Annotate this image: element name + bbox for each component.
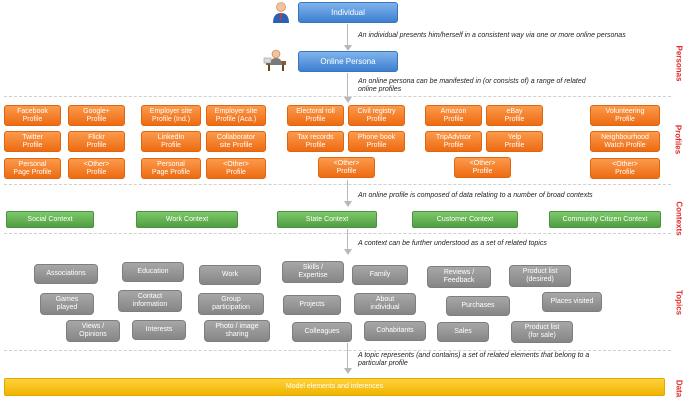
profile-box: Phone book Profile: [348, 131, 405, 152]
profile-box: Amazon Profile: [425, 105, 482, 126]
separator: [4, 184, 671, 185]
topic-box: Education: [122, 262, 184, 282]
profile-box: Neighbourhood Watch Profile: [590, 131, 660, 152]
profile-box: Volunteering Profile: [590, 105, 660, 126]
context-box: State Context: [277, 211, 377, 228]
profile-box: Civil registry Profile: [348, 105, 405, 126]
profile-box: Personal Page Profile: [141, 158, 201, 179]
persona-icon: [262, 49, 290, 71]
profile-box: <Other> Profile: [68, 158, 125, 179]
profile-box: <Other> Profile: [454, 157, 511, 178]
side-label-data: Data: [674, 379, 684, 398]
side-label-personas: Personas: [674, 45, 684, 82]
profile-box: Facebook Profile: [4, 105, 61, 126]
profile-box: eBay Profile: [486, 105, 543, 126]
profile-box: Personal Page Profile: [4, 158, 61, 179]
profile-box: <Other> Profile: [206, 158, 266, 179]
arrow-head: [344, 249, 352, 255]
topic-box: Cohabitants: [364, 321, 426, 341]
arrow-head: [344, 201, 352, 207]
profile-box: <Other> Profile: [318, 157, 375, 178]
separator: [4, 96, 671, 97]
side-label-topics: Topics: [674, 289, 684, 316]
profile-box: Electoral roll Profile: [287, 105, 344, 126]
arrow-head: [344, 368, 352, 374]
topic-box: Sales: [437, 322, 489, 342]
topic-box: Product list (desired): [509, 265, 571, 287]
topic-box: Games played: [40, 293, 94, 315]
topic-box: Contact information: [118, 290, 182, 312]
topic-box: Product list (for sale): [511, 321, 573, 343]
topic-box: Purchases: [446, 296, 510, 316]
topic-box: Family: [352, 265, 408, 285]
topic-box: Skills / Expertise: [282, 261, 344, 283]
profile-box: Yelp Profile: [486, 131, 543, 152]
context-box: Customer Context: [412, 211, 518, 228]
topic-box: Reviews / Feedback: [427, 266, 491, 288]
profile-box: Google+ Profile: [68, 105, 125, 126]
arrow-head: [344, 97, 352, 103]
note-topic-data: A topic represents (and contains) a set …: [358, 352, 590, 367]
separator: [4, 350, 671, 351]
topic-box: Interests: [132, 320, 186, 340]
profile-box: Tax records Profile: [287, 131, 344, 152]
profile-box: Flickr Profile: [68, 131, 125, 152]
profile-box: LinkedIn Profile: [141, 131, 201, 152]
arrow: [347, 73, 348, 98]
topic-box: About individual: [354, 293, 416, 315]
note-persona-profiles: An online persona can be manifested in (…: [358, 78, 586, 93]
context-box: Work Context: [136, 211, 238, 228]
topic-box: Associations: [34, 264, 98, 284]
topic-box: Views / Opinions: [66, 320, 120, 342]
side-label-contexts: Contexts: [674, 201, 684, 236]
separator: [4, 233, 671, 234]
topic-box: Group participation: [198, 293, 264, 315]
arrow: [347, 24, 348, 46]
topic-box: Colleagues: [292, 322, 352, 342]
topic-box: Places visited: [542, 292, 602, 312]
online-persona-box: Online Persona: [298, 51, 398, 72]
topic-box: Work: [199, 265, 261, 285]
profile-box: Employer site Profile (Ind.): [141, 105, 201, 126]
note-profile-contexts: An online profile is composed of data re…: [358, 192, 593, 199]
topic-box: Projects: [283, 295, 341, 315]
note-context-topics: A context can be further understood as a…: [358, 240, 547, 247]
person-icon: [270, 1, 292, 23]
arrow: [347, 343, 348, 369]
arrow: [347, 180, 348, 202]
profile-box: Employer site Profile (Aca.): [206, 105, 266, 126]
individual-box: Individual: [298, 2, 398, 23]
context-box: Community Citizen Context: [549, 211, 661, 228]
side-label-profiles: Profiles: [673, 124, 683, 155]
profile-box: Collaborator site Profile: [206, 131, 266, 152]
profile-box: <Other> Profile: [590, 158, 660, 179]
topic-box: Photo / image sharing: [204, 320, 270, 342]
profile-box: TripAdvisor Profile: [425, 131, 482, 152]
note-individual-persona: An individual presents him/herself in a …: [358, 32, 626, 39]
profile-box: Twitter Profile: [4, 131, 61, 152]
context-box: Social Context: [6, 211, 94, 228]
data-bar: Model elements and inferences: [4, 378, 665, 396]
arrow: [347, 229, 348, 250]
arrow-head: [344, 45, 352, 51]
